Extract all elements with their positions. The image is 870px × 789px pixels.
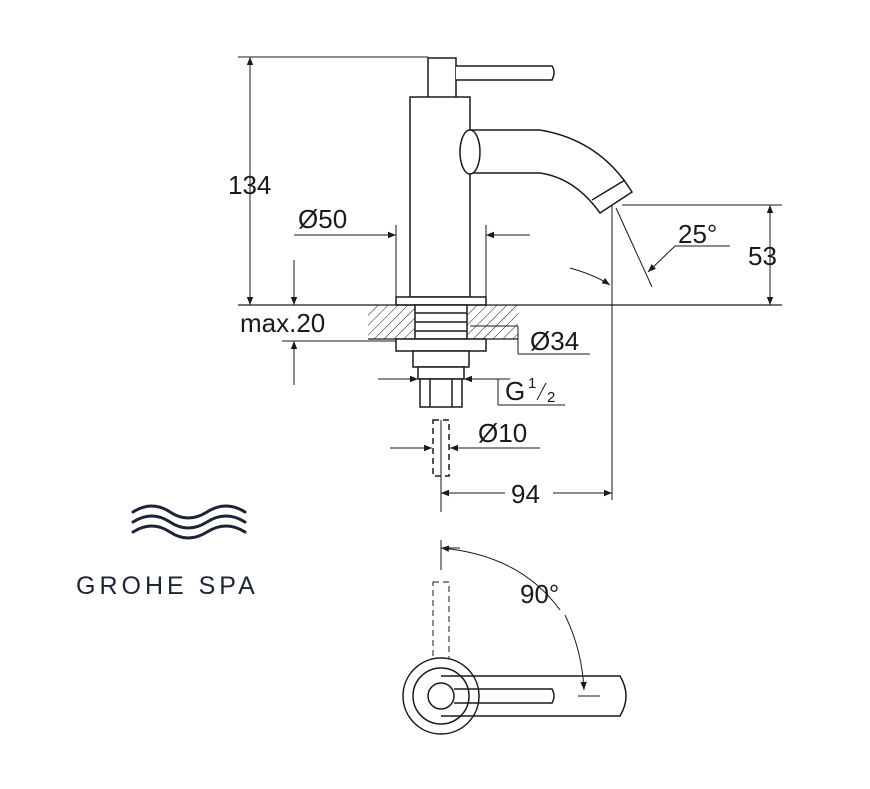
faucet-side-view <box>395 57 634 306</box>
center-lines <box>440 205 613 570</box>
dimension-body-diameter <box>294 225 530 297</box>
spout-angle-label: 25° <box>678 219 717 249</box>
thread-fraction-slash <box>536 382 547 401</box>
dimension-spout-height <box>622 204 782 305</box>
dimension-height <box>238 56 428 305</box>
spout-height-label: 53 <box>748 241 777 271</box>
faucet-top-view <box>402 581 627 735</box>
mounting-hardware <box>395 304 487 477</box>
height-label: 134 <box>228 170 271 200</box>
body-diameter-label: Ø50 <box>298 204 347 234</box>
mount-hole-label: Ø34 <box>530 326 579 356</box>
waves-icon <box>131 504 247 540</box>
dimension-thread <box>378 375 565 406</box>
thread-numerator: 1 <box>528 375 536 392</box>
supply-diameter-label: Ø10 <box>478 418 527 448</box>
thread-denominator: 2 <box>547 389 555 406</box>
handle-rotation-label: 90° <box>520 579 559 609</box>
max-thickness-label: max.20 <box>240 308 325 338</box>
reach-label: 94 <box>511 479 540 509</box>
thread-label: G <box>505 376 525 406</box>
dimension-mount-hole <box>470 325 590 355</box>
dimension-handle-rotation <box>440 545 600 697</box>
dimension-spout-angle <box>569 207 730 288</box>
brand-name: GROHE SPA <box>76 572 259 600</box>
dimension-max-thickness <box>282 260 396 385</box>
